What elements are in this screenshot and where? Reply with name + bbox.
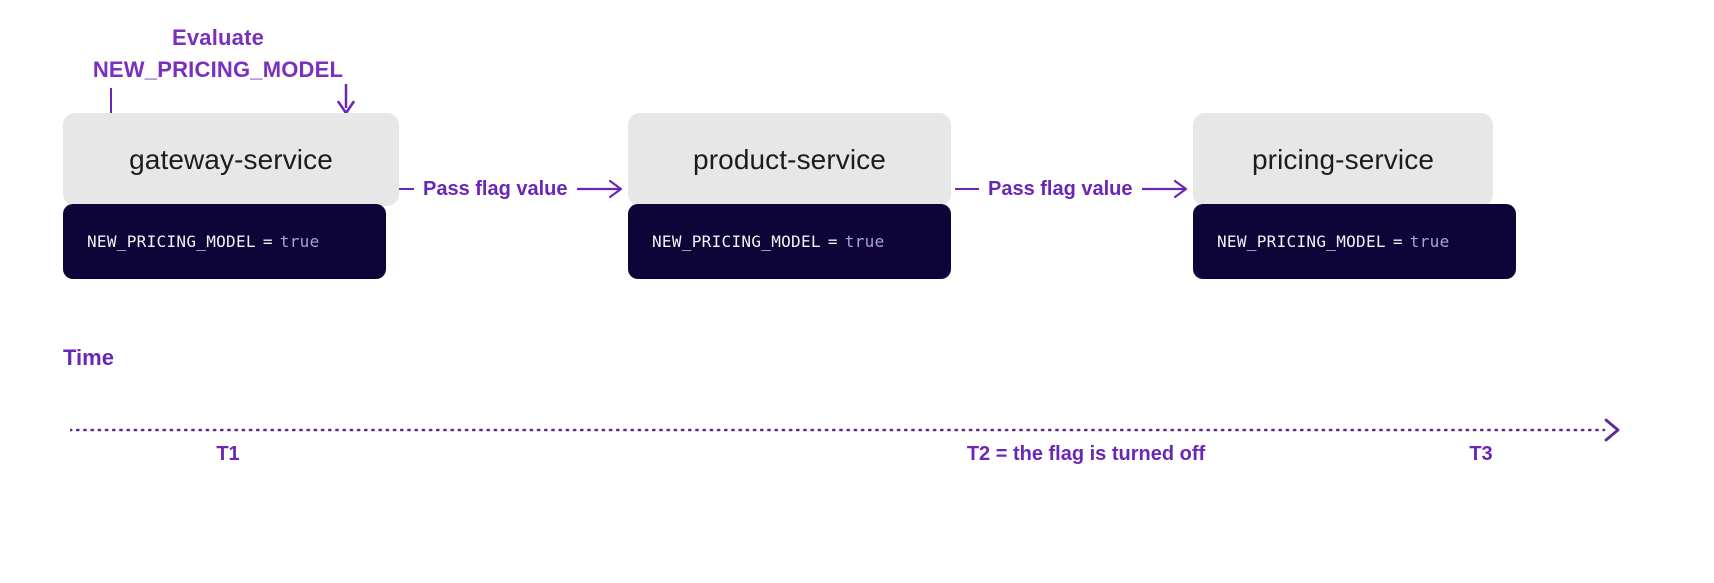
dotted-arrow-right-icon: [68, 418, 1630, 442]
connector-pass-flag-value-2: Pass flag value: [955, 173, 1188, 205]
service-flag-code: NEW_PRICING_MODEL = true: [628, 204, 951, 279]
flag-value: true: [279, 232, 320, 251]
connector-pass-flag-value-1: Pass flag value: [390, 173, 623, 205]
flag-value: true: [1409, 232, 1450, 251]
evaluate-annotation: Evaluate NEW_PRICING_MODEL: [63, 22, 373, 86]
flag-key: NEW_PRICING_MODEL: [87, 232, 256, 251]
arrow-right-icon: [1141, 179, 1188, 199]
service-name: gateway-service: [63, 113, 399, 206]
evaluate-annotation-line2: NEW_PRICING_MODEL: [92, 56, 344, 82]
arrow-right-icon: [576, 179, 623, 199]
timeline-tick-t2: T2 = the flag is turned off: [966, 443, 1206, 465]
service-name: product-service: [628, 113, 951, 206]
arrow-down-icon: [330, 84, 362, 116]
flag-value: true: [844, 232, 885, 251]
connector-label: Pass flag value: [423, 177, 568, 200]
timeline-tick-t3: T3: [1469, 443, 1493, 465]
service-flag-code: NEW_PRICING_MODEL = true: [1193, 204, 1516, 279]
flag-key: NEW_PRICING_MODEL: [1217, 232, 1386, 251]
service-card-gateway-service: gateway-service NEW_PRICING_MODEL = true: [63, 113, 399, 279]
flag-operator: =: [262, 232, 273, 251]
vertical-line-icon: [110, 88, 112, 114]
service-card-pricing-service: pricing-service NEW_PRICING_MODEL = true: [1193, 113, 1516, 279]
connector-label: Pass flag value: [988, 177, 1133, 200]
evaluate-annotation-line1: Evaluate: [171, 25, 265, 50]
connector-line: [955, 188, 979, 190]
flag-operator: =: [1392, 232, 1403, 251]
service-card-product-service: product-service NEW_PRICING_MODEL = true: [628, 113, 951, 279]
timeline-tick-t1: T1: [216, 443, 240, 465]
service-flag-code: NEW_PRICING_MODEL = true: [63, 204, 386, 279]
flag-key: NEW_PRICING_MODEL: [652, 232, 821, 251]
connector-line: [390, 188, 414, 190]
service-name: pricing-service: [1193, 113, 1493, 206]
timeline-title: Time: [63, 345, 114, 370]
flag-operator: =: [827, 232, 838, 251]
